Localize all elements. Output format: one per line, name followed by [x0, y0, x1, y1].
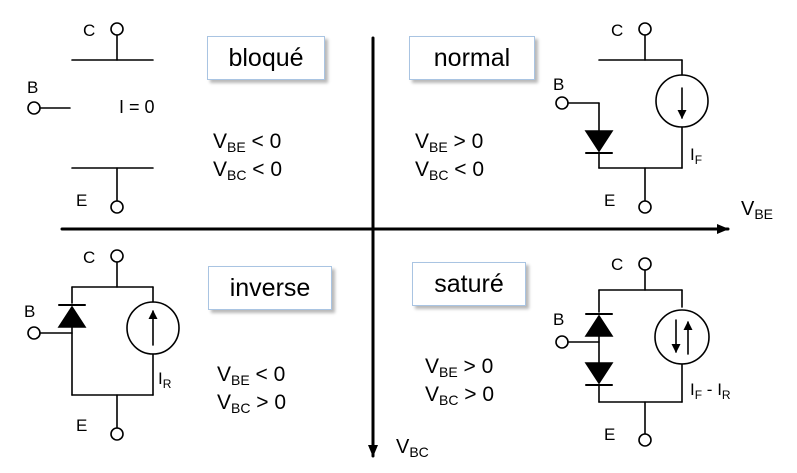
normal-collector-label: C: [611, 21, 624, 40]
inverse-emitter-label: E: [76, 416, 88, 435]
vbe-axis-label: VBE: [741, 198, 774, 222]
inverse-label-box: inverse: [208, 266, 332, 310]
inverse-label: inverse: [229, 273, 311, 302]
bloque-label: bloqué: [228, 43, 304, 72]
sature-eq-vbc: VBC > 0: [425, 383, 495, 408]
inverse-collector-label: C: [83, 248, 96, 267]
inverse-eq-vbc: VBC > 0: [217, 391, 287, 416]
sature-collector-label: C: [611, 255, 624, 274]
sature-label-box: saturé: [412, 262, 526, 306]
sature-circuit: [555, 257, 710, 447]
sature-current-label: IF - IR: [690, 380, 731, 402]
sature-label: saturé: [434, 269, 504, 298]
sature-base-label: B: [553, 310, 565, 329]
normal-label: normal: [433, 43, 511, 72]
bloque-emitter-label: E: [76, 191, 88, 210]
inverse-base-label: B: [24, 302, 36, 321]
inverse-eq-vbe: VBE < 0: [217, 363, 286, 388]
normal-base-label: B: [553, 75, 565, 94]
bloque-current-text: I = 0: [119, 97, 155, 117]
vbc-axis-label: VBC: [396, 436, 429, 460]
normal-emitter-label: E: [604, 191, 616, 210]
sature-emitter-label: E: [604, 425, 616, 444]
bloque-label-box: bloqué: [207, 36, 325, 80]
bloque-eq-vbc: VBC < 0: [213, 158, 283, 183]
inverse-current-label: IR: [158, 369, 172, 391]
normal-circuit: [555, 22, 709, 214]
bloque-circuit: [27, 22, 154, 214]
inverse-circuit: [27, 249, 180, 441]
bloque-collector-label: C: [83, 21, 96, 40]
normal-current-label: IF: [690, 145, 703, 167]
bloque-base-label: B: [27, 78, 39, 97]
bloque-eq-vbe: VBE < 0: [213, 130, 282, 155]
normal-eq-vbc: VBC < 0: [415, 158, 485, 183]
sature-eq-vbe: VBE > 0: [425, 355, 494, 380]
normal-eq-vbe: VBE > 0: [415, 130, 484, 155]
normal-label-box: normal: [409, 36, 535, 80]
